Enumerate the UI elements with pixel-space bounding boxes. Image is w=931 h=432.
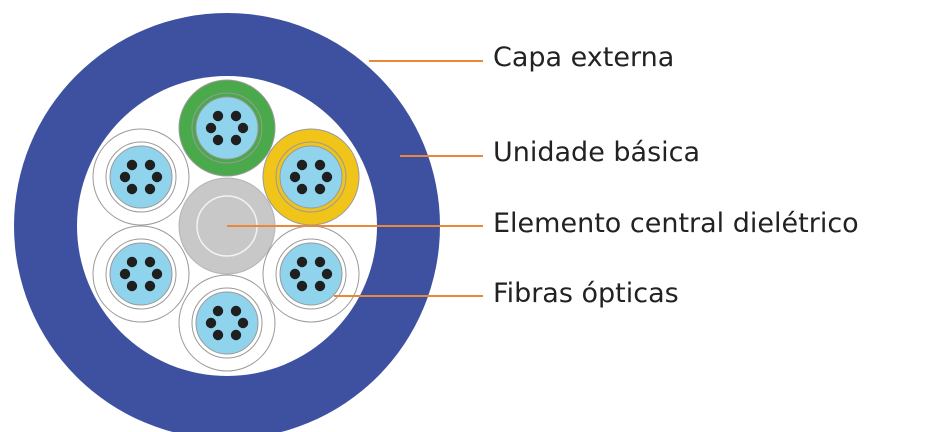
optical-fiber <box>321 268 333 280</box>
unit-core <box>195 291 259 355</box>
unit-core <box>195 96 259 160</box>
optical-fiber <box>230 134 242 146</box>
label-outer-jacket: Capa externa <box>493 42 675 73</box>
optical-fiber <box>314 183 326 195</box>
unit-bottom <box>178 274 276 372</box>
optical-fiber <box>230 329 242 341</box>
optical-fiber <box>289 268 301 280</box>
unit-lower-left <box>92 225 190 323</box>
unit-core <box>279 242 343 306</box>
unit-core <box>109 242 173 306</box>
optical-fiber <box>119 268 131 280</box>
label-optical-fibers: Fibras ópticas <box>493 278 679 309</box>
label-basic-unit: Unidade básica <box>493 137 701 168</box>
optical-fiber <box>126 159 138 171</box>
optical-fiber <box>151 268 163 280</box>
optical-fiber <box>151 171 163 183</box>
optical-fiber <box>205 122 217 134</box>
optical-fiber <box>230 305 242 317</box>
optical-fiber <box>126 183 138 195</box>
optical-fiber <box>205 317 217 329</box>
optical-fiber <box>144 280 156 292</box>
optical-fiber <box>296 256 308 268</box>
optical-fiber <box>144 256 156 268</box>
optical-fiber <box>314 280 326 292</box>
optical-fiber <box>321 171 333 183</box>
unit-core <box>279 145 343 209</box>
unit-upper-left <box>92 128 190 226</box>
optical-fiber <box>144 159 156 171</box>
optical-fiber <box>296 183 308 195</box>
optical-fiber <box>237 122 249 134</box>
optical-fiber <box>314 256 326 268</box>
optical-fiber <box>212 305 224 317</box>
label-central-member: Elemento central dielétrico <box>493 208 859 239</box>
optical-fiber <box>230 110 242 122</box>
unit-green <box>178 79 276 177</box>
optical-fiber <box>296 280 308 292</box>
optical-fiber <box>126 280 138 292</box>
optical-fiber <box>119 171 131 183</box>
optical-fiber <box>212 134 224 146</box>
optical-fiber <box>144 183 156 195</box>
unit-lower-right <box>262 225 360 323</box>
optical-fiber <box>314 159 326 171</box>
unit-yellow <box>262 128 360 226</box>
optical-fiber <box>237 317 249 329</box>
unit-core <box>109 145 173 209</box>
optical-fiber <box>296 159 308 171</box>
optical-fiber <box>212 110 224 122</box>
optical-fiber <box>126 256 138 268</box>
basic-units <box>92 79 360 372</box>
optical-fiber <box>212 329 224 341</box>
optical-fiber <box>289 171 301 183</box>
